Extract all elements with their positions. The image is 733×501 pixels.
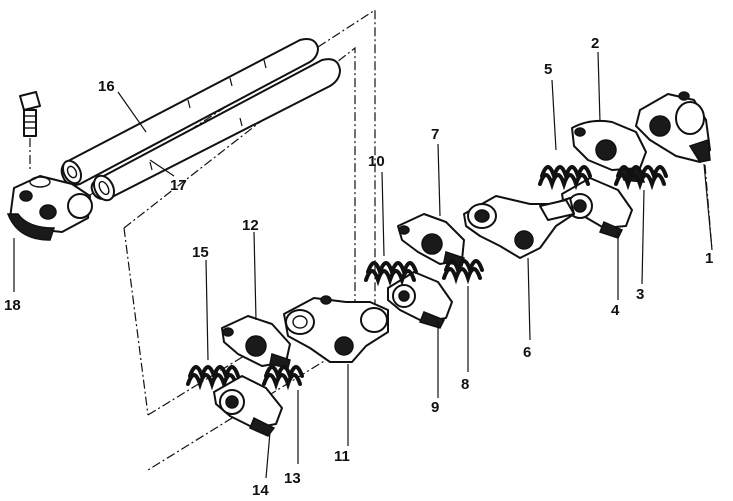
rocker-shaft-lower [90, 58, 341, 202]
rocker-arm-2 [571, 119, 647, 183]
callout-11: 11 [334, 448, 350, 465]
callout-1: 1 [705, 250, 713, 267]
callout-10: 10 [368, 153, 385, 170]
callout-13: 13 [284, 470, 301, 487]
callout-8: 8 [461, 376, 469, 393]
leader-1 [703, 163, 713, 251]
bearing-cap-6 [463, 195, 575, 259]
callout-6: 6 [523, 344, 531, 361]
bearing-cap [635, 91, 711, 163]
callout-5: 5 [544, 61, 552, 78]
leader-16 [117, 91, 147, 133]
boundary-frame-bottom [147, 344, 263, 416]
rocker-spring-13 [262, 365, 304, 391]
rocker-spring-10 [364, 261, 418, 287]
bolt [19, 91, 41, 172]
callout-3: 3 [636, 286, 644, 303]
callout-2: 2 [591, 35, 599, 52]
leader-14 [265, 431, 271, 479]
callout-15: 15 [192, 244, 209, 261]
boundary-frame-left [123, 227, 149, 416]
rocker-arm-7 [397, 213, 465, 267]
leader-12 [253, 231, 257, 321]
bearing-cap-11 [283, 295, 389, 363]
callout-9: 9 [431, 399, 439, 416]
leader-3 [641, 189, 645, 285]
callout-7: 7 [431, 126, 439, 143]
boundary-frame-upper [89, 8, 376, 320]
rocker-arm-9 [387, 271, 453, 329]
rocker-spring-5 [538, 165, 592, 191]
leader-7 [437, 143, 441, 217]
callout-4: 4 [611, 302, 620, 319]
end-bearing-cap [6, 175, 93, 241]
rocker-spring-3 [614, 165, 668, 191]
rocker-spring-8 [442, 259, 484, 285]
rocker-arm-12 [221, 315, 291, 369]
callout-18: 18 [4, 297, 21, 314]
leader-5 [551, 79, 557, 151]
leader-15 [205, 259, 209, 361]
rocker-arm-14 [213, 375, 283, 437]
leader-17 [149, 159, 175, 177]
callout-16: 16 [98, 78, 115, 95]
rocker-shaft-upper [60, 38, 319, 186]
leader-6 [527, 257, 531, 341]
leader-2 [597, 51, 601, 123]
callout-17: 17 [170, 177, 187, 194]
callout-14: 14 [252, 482, 269, 499]
rocker-spring-15 [186, 365, 240, 391]
leader-10 [381, 171, 385, 257]
callout-12: 12 [242, 217, 259, 234]
